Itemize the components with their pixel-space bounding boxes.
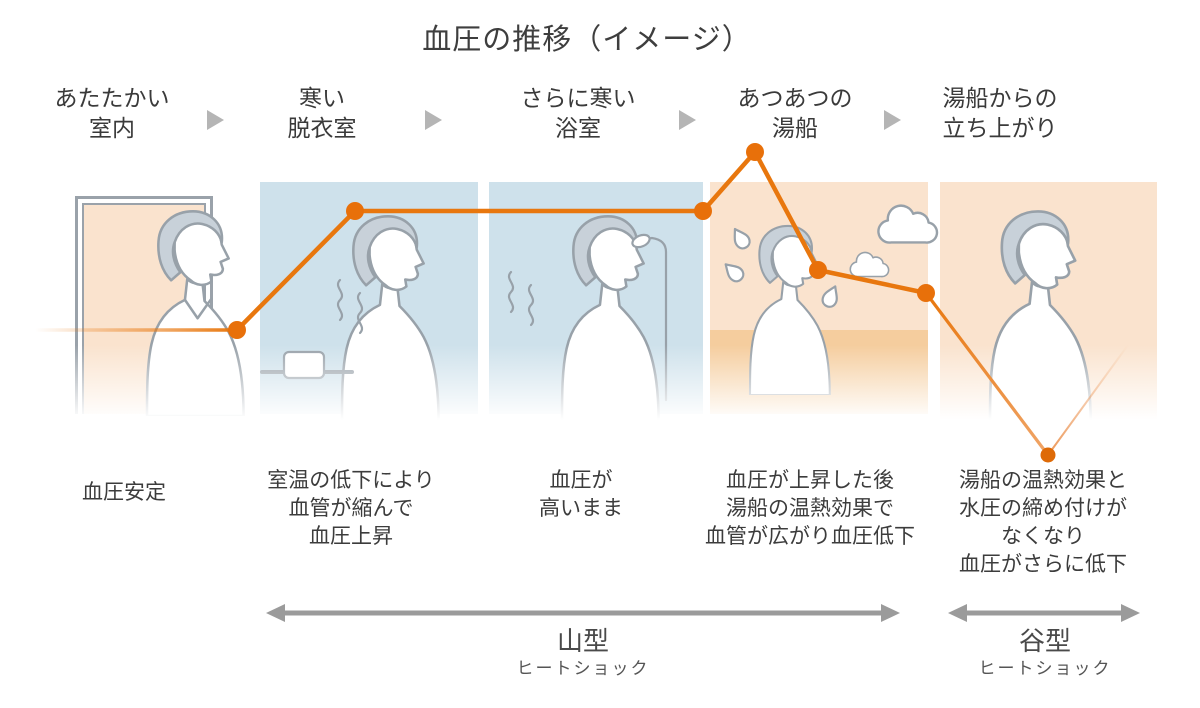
valley-type-title: 谷型 <box>1018 627 1071 657</box>
description-dressing-room: 室温の低下により 血管が縮んで 血圧上昇 <box>267 468 435 548</box>
arrow-right-icon <box>1121 604 1140 622</box>
description-bathtub: 血圧が上昇した後 湯船の温熱効果で 血管が広がり血圧低下 <box>705 468 915 548</box>
stage-label-bathtub: あつあつの 湯船 <box>737 86 853 142</box>
arrow-right-icon <box>425 110 442 130</box>
mountain-type-label: 山型 ヒートショック <box>433 626 733 680</box>
bp-point <box>1040 447 1056 463</box>
description-standing-up: 湯船の温熱効果と 水圧の締め付けが なくなり 血圧がさらに低下 <box>959 468 1127 576</box>
arrow-right-icon <box>884 110 901 130</box>
page-title: 血圧の推移（イメージ） <box>422 22 752 56</box>
arrow-right-icon <box>881 604 900 622</box>
bp-point <box>746 143 764 161</box>
description-warm-room: 血圧安定 <box>82 480 166 504</box>
stage-label-bathroom: さらに寒い 浴室 <box>520 86 636 142</box>
mountain-type-subtitle: ヒートショック <box>516 659 650 679</box>
valley-type-label: 谷型 ヒートショック <box>895 626 1195 680</box>
mountain-type-title: 山型 <box>556 627 609 657</box>
bracket-arrows <box>266 604 1140 622</box>
panel-fade-gradient <box>0 345 1200 430</box>
stage-label-warm-room: あたたかい 室内 <box>54 86 170 142</box>
stage-label-standing-up: 湯船からの 立ち上がり <box>942 86 1058 142</box>
arrow-right-icon <box>207 110 224 130</box>
valley-type-subtitle: ヒートショック <box>978 659 1112 679</box>
arrow-left-icon <box>948 604 967 622</box>
arrow-right-icon <box>679 110 696 130</box>
bp-point <box>228 321 246 339</box>
stage-label-dressing-room: 寒い 脱衣室 <box>287 86 357 142</box>
description-bathroom: 血圧が 高いまま <box>539 468 623 520</box>
arrow-left-icon <box>266 604 285 622</box>
